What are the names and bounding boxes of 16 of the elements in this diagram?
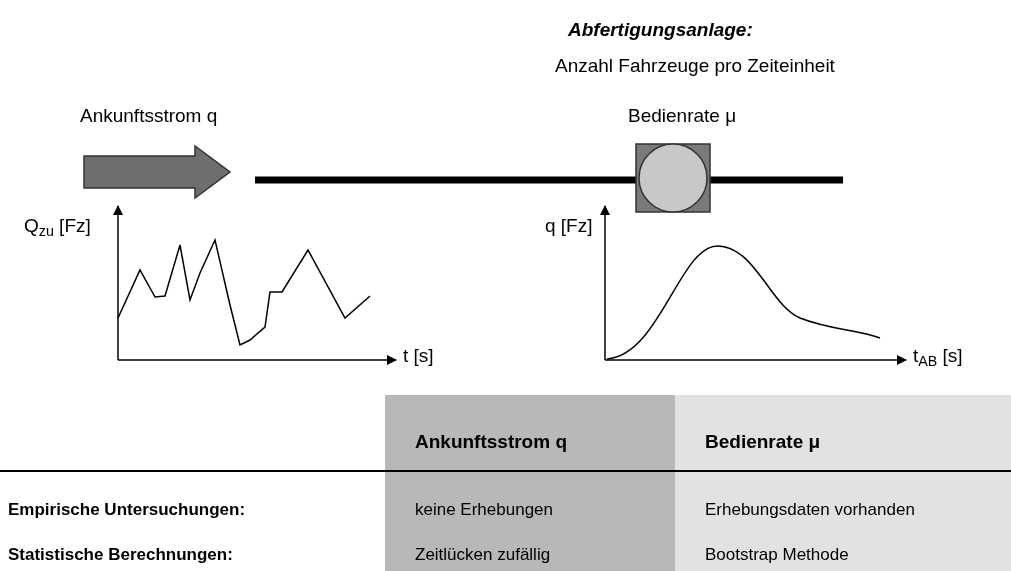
axis-label: Q$_{zu}$ [Fz] bbox=[24, 214, 91, 241]
axis-label: t [s] bbox=[403, 344, 434, 368]
column-header: Ankunftsstrom q bbox=[415, 430, 567, 454]
table-cell-text: Bootstrap Methode bbox=[705, 544, 849, 566]
axis-label: q [Fz] bbox=[545, 214, 593, 238]
column-header: Bedienrate μ bbox=[705, 430, 821, 454]
rate-label: Bedienrate μ bbox=[628, 104, 737, 128]
subtitle: Anzahl Fahrzeuge pro Zeiteinheit bbox=[555, 54, 835, 78]
title: Abfertigungsanlage: bbox=[568, 18, 753, 42]
axis-label: t$_{AB}$ [s] bbox=[913, 344, 963, 371]
table-cell-text: Zeitlücken zufällig bbox=[415, 544, 551, 566]
flow-label: Ankunftsstrom q bbox=[80, 104, 218, 128]
table-cell-text: keine Erhebungen bbox=[415, 499, 553, 521]
table-cell-text: Erhebungsdaten vorhanden bbox=[705, 499, 915, 521]
row-header: Statistische Berechnungen: bbox=[8, 544, 233, 566]
row-header: Empirische Untersuchungen: bbox=[8, 499, 246, 521]
